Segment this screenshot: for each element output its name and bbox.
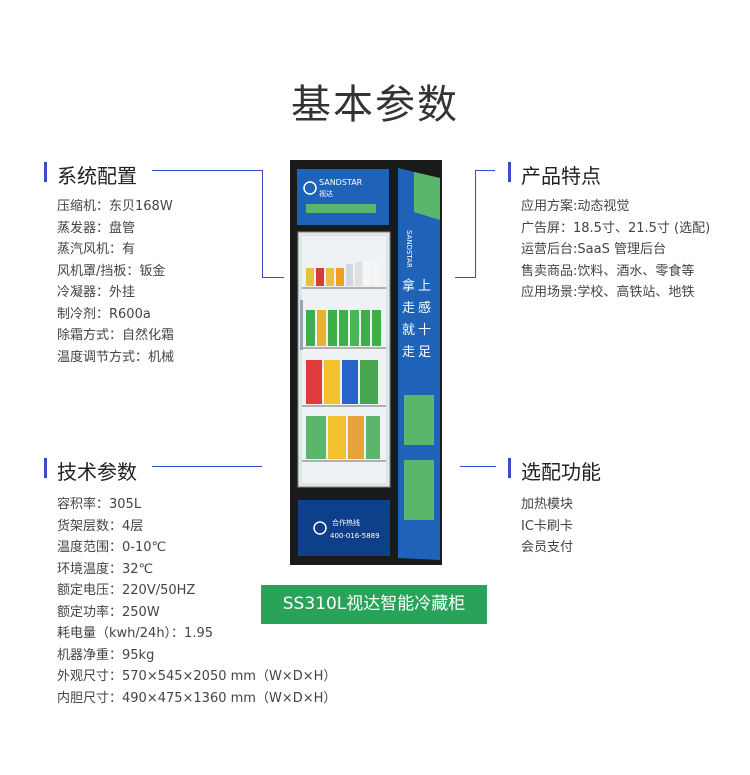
spec-line: 额定电压：220V/50HZ [57, 583, 196, 598]
tech-heading-text: 技术参数 [57, 460, 137, 484]
feature-line: 运营后台:SaaS 管理后台 [521, 242, 666, 257]
spec-line: 容积率：305L [57, 497, 142, 512]
option-line: 加热模块 [521, 497, 574, 512]
svg-text:就: 就 [402, 323, 415, 338]
product-name-label: SS310L视达智能冷藏柜 [261, 585, 487, 624]
svg-text:足: 足 [418, 345, 431, 360]
tech-spec-list: 容积率：305L 货架层数：4层 温度范围：0-10℃ 环境温度：32℃ 额定电… [57, 494, 336, 709]
connector-line [460, 466, 496, 467]
svg-text:感: 感 [418, 300, 431, 316]
section-marker [44, 458, 47, 478]
shelf [302, 287, 386, 289]
product-row [306, 260, 380, 286]
spec-line: 温度范围：0-10℃ [57, 540, 167, 555]
section-marker [508, 458, 511, 478]
feature-line: 广告屏：18.5寸、21.5寸 (选配) [521, 220, 711, 236]
spec-line: 外观尺寸：570×545×2050 mm（W×D×H） [57, 669, 337, 684]
connector-line [152, 466, 262, 467]
product-row [306, 310, 381, 346]
features-heading: 产品特点 [508, 160, 601, 189]
svg-text:走: 走 [402, 345, 415, 360]
bottom-panel [298, 500, 390, 556]
svg-text:走: 走 [402, 301, 415, 316]
system-spec-list: 压缩机：东贝168W 蒸发器：盘管 蒸汽风机：有 风机罩/挡板：钣金 冷凝器：外… [57, 196, 174, 368]
shelf [302, 460, 386, 462]
shelf [302, 405, 386, 407]
product-row [306, 360, 378, 404]
features-heading-text: 产品特点 [521, 164, 601, 188]
top-screen [297, 169, 389, 225]
brand-logo-icon [303, 181, 317, 195]
spec-line: 除霜方式：自然化霜 [57, 328, 175, 343]
svg-text:上: 上 [418, 279, 431, 294]
spec-line: 蒸汽风机：有 [57, 242, 136, 257]
top-screen-strip [306, 204, 376, 213]
hotline-label: 合作热线 [332, 518, 360, 527]
product-row [306, 416, 380, 459]
connector-line [152, 170, 262, 171]
spec-line: 压缩机：东贝168W [57, 199, 173, 214]
options-heading-text: 选配功能 [521, 460, 601, 484]
section-marker [508, 162, 511, 182]
feature-line: 应用方案:动态视觉 [521, 199, 630, 214]
connector-line [455, 277, 476, 278]
spec-line: 货架层数：4层 [57, 518, 144, 534]
connector-line [262, 170, 263, 277]
side-graphic [404, 460, 434, 520]
brand-name: SANDSTAR [319, 178, 363, 187]
door-handle [300, 300, 303, 350]
spec-line: 冷凝器：外挂 [57, 285, 136, 300]
spec-line: 制冷剂：R600a [57, 306, 151, 322]
spec-line: 温度调节方式：机械 [57, 349, 175, 365]
brand-name-cn: 视达 [319, 189, 333, 198]
connector-line [475, 170, 495, 171]
side-graphic [404, 395, 434, 445]
shelf [302, 347, 386, 349]
side-brand: SANDSTAR [405, 230, 413, 268]
fridge-illustration: SANDSTAR 视达 [290, 160, 442, 565]
section-marker [44, 162, 47, 182]
feature-line: 应用场景:学校、高铁站、地铁 [521, 285, 695, 300]
spec-line: 蒸发器：盘管 [57, 220, 136, 236]
spec-line: 额定功率：250W [57, 604, 160, 620]
side-panel-accent [414, 172, 440, 220]
system-heading: 系统配置 [44, 160, 137, 189]
system-heading-text: 系统配置 [57, 164, 137, 188]
tech-heading: 技术参数 [44, 456, 137, 485]
phone-icon [313, 521, 327, 535]
feature-line: 售卖商品:饮料、酒水、零食等 [521, 263, 695, 279]
option-line: 会员支付 [521, 540, 574, 555]
page-title: 基本参数 [291, 82, 459, 128]
spec-line: 风机罩/挡板：钣金 [57, 263, 166, 279]
spec-line: 环境温度：32℃ [57, 561, 154, 577]
features-list: 应用方案:动态视觉 广告屏：18.5寸、21.5寸 (选配) 运营后台:SaaS… [521, 196, 710, 304]
connector-line [262, 277, 284, 278]
spec-line: 机器净重：95kg [57, 647, 155, 663]
svg-text:十: 十 [418, 323, 431, 338]
side-slogan: 拿 走 就 走 上 感 十 足 [402, 278, 431, 360]
svg-text:拿: 拿 [402, 278, 415, 294]
options-heading: 选配功能 [508, 456, 601, 485]
connector-line [475, 170, 476, 277]
spec-line: 内胆尺寸：490×475×1360 mm（W×D×H） [57, 690, 337, 706]
options-list: 加热模块 IC卡刷卡 会员支付 [521, 494, 573, 559]
hotline-number: 400-016-5889 [330, 532, 380, 540]
option-line: IC卡刷卡 [521, 518, 573, 534]
spec-line: 耗电量（kwh/24h）：1.95 [57, 626, 214, 641]
